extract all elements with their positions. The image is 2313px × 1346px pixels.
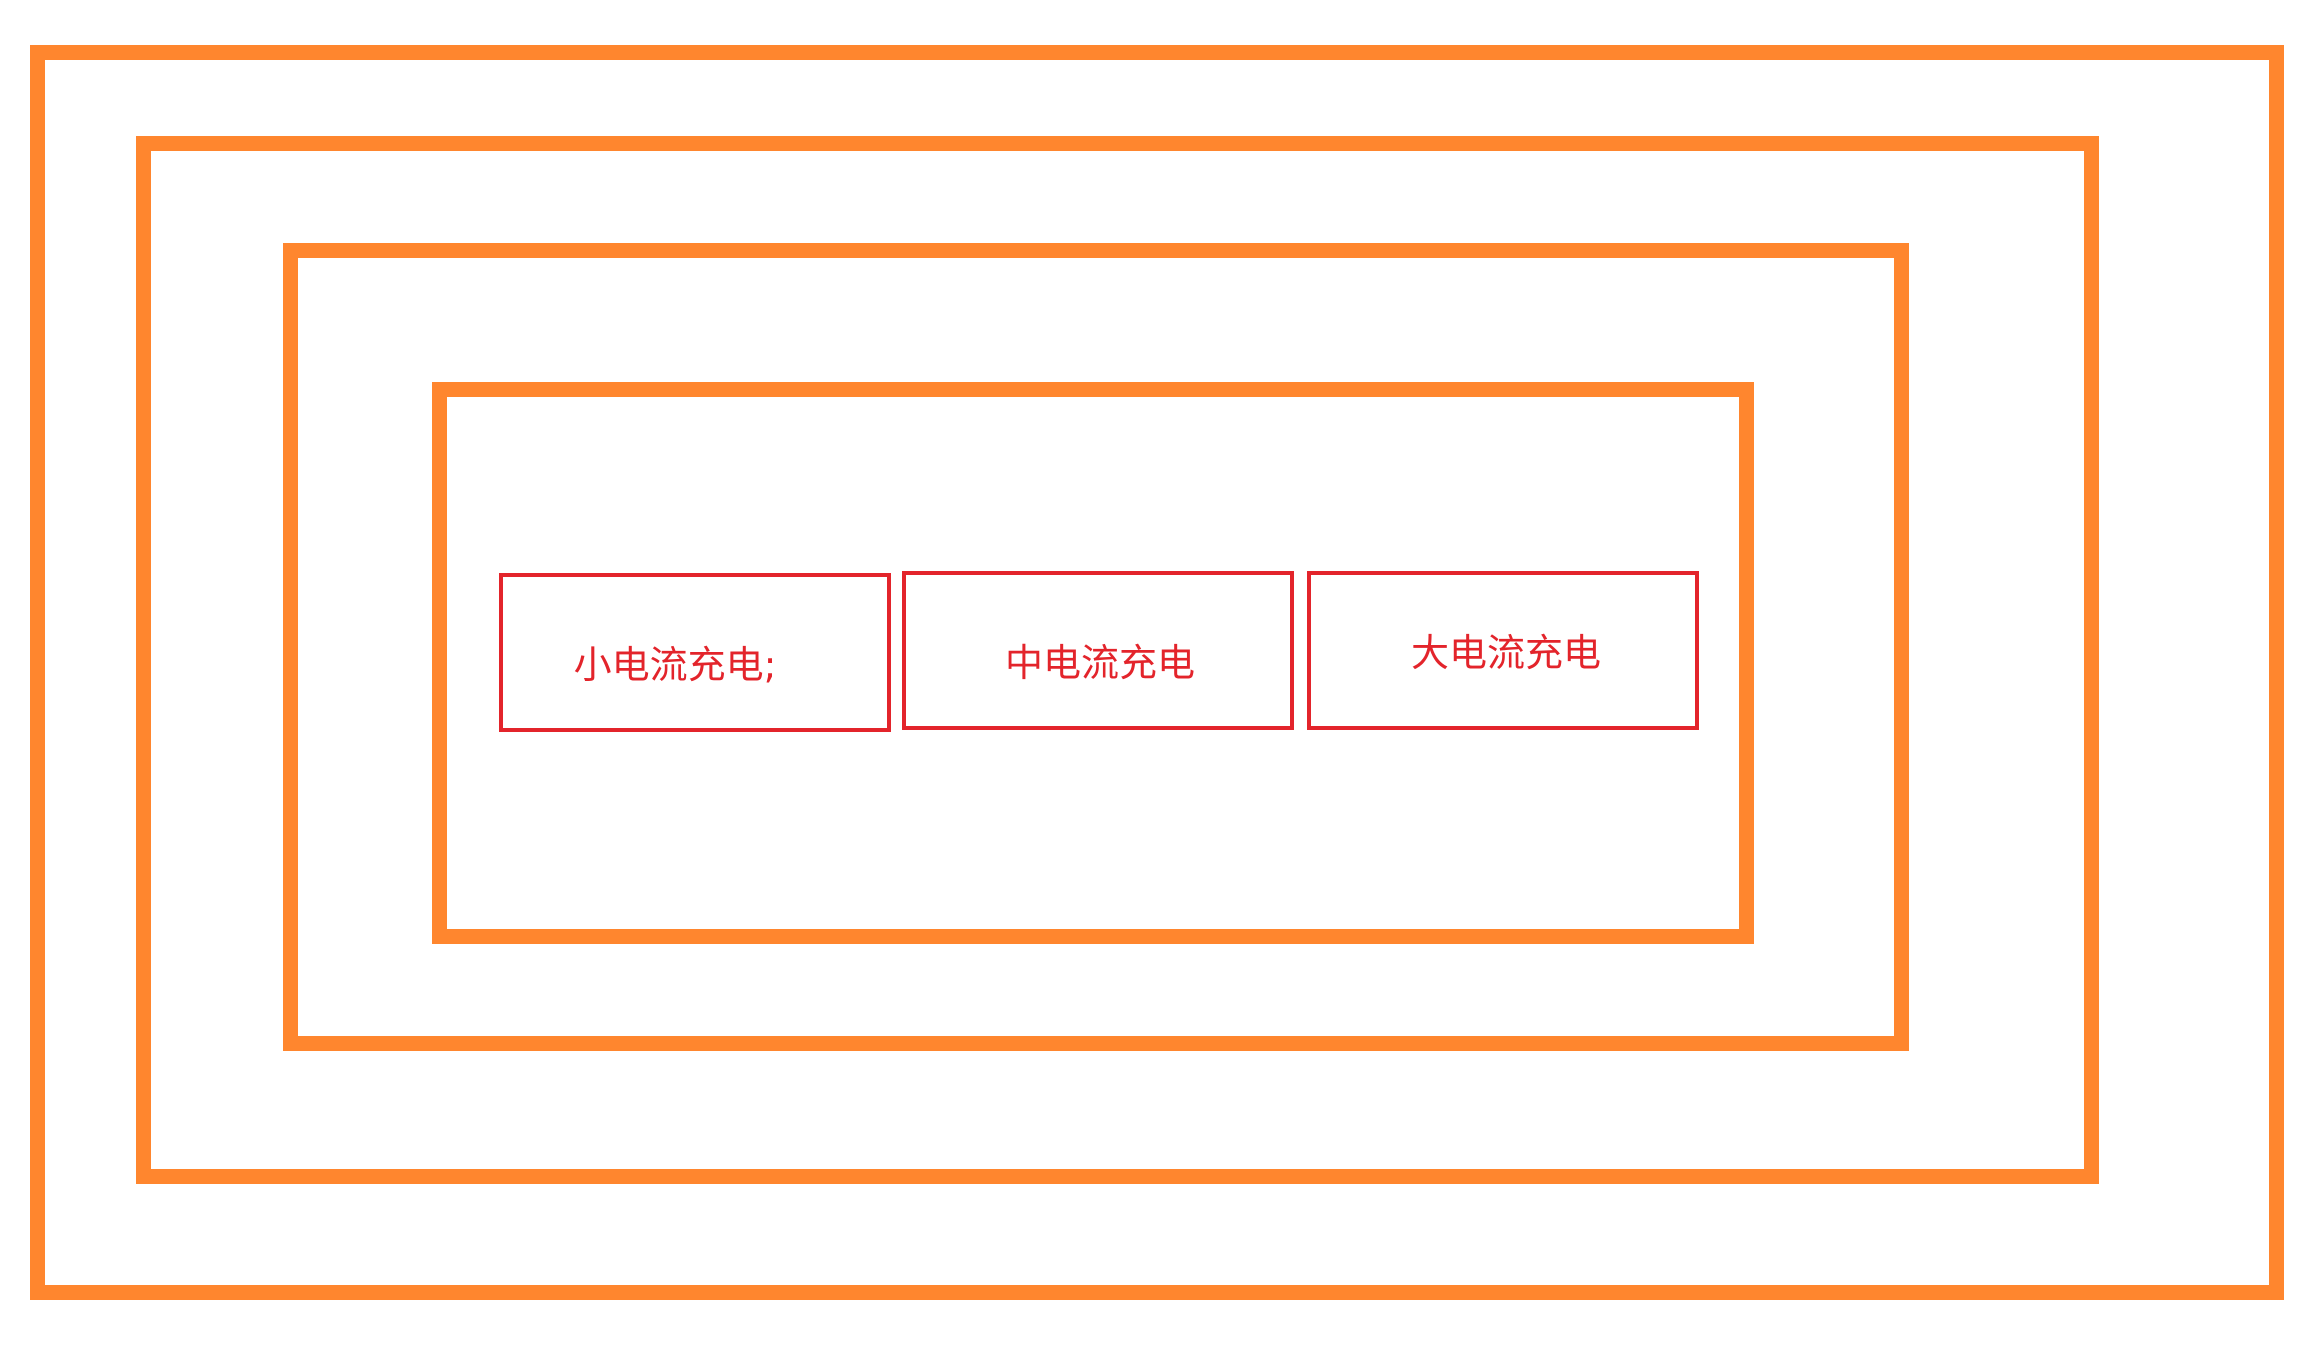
medium-current-charging-box: 中电流充电 [902,571,1294,730]
small-current-charging-label: 小电流充电; [573,642,777,687]
large-current-charging-box: 大电流充电 [1307,571,1699,730]
outer-frame-1 [30,45,2284,1300]
inner-frame [432,382,1754,944]
outer-frame-3 [283,243,1909,1051]
large-current-charging-label: 大电流充电 [1410,630,1601,675]
medium-current-charging-label: 中电流充电 [1004,640,1195,685]
outer-frame-2 [136,136,2099,1184]
small-current-charging-box: 小电流充电; [499,573,891,732]
